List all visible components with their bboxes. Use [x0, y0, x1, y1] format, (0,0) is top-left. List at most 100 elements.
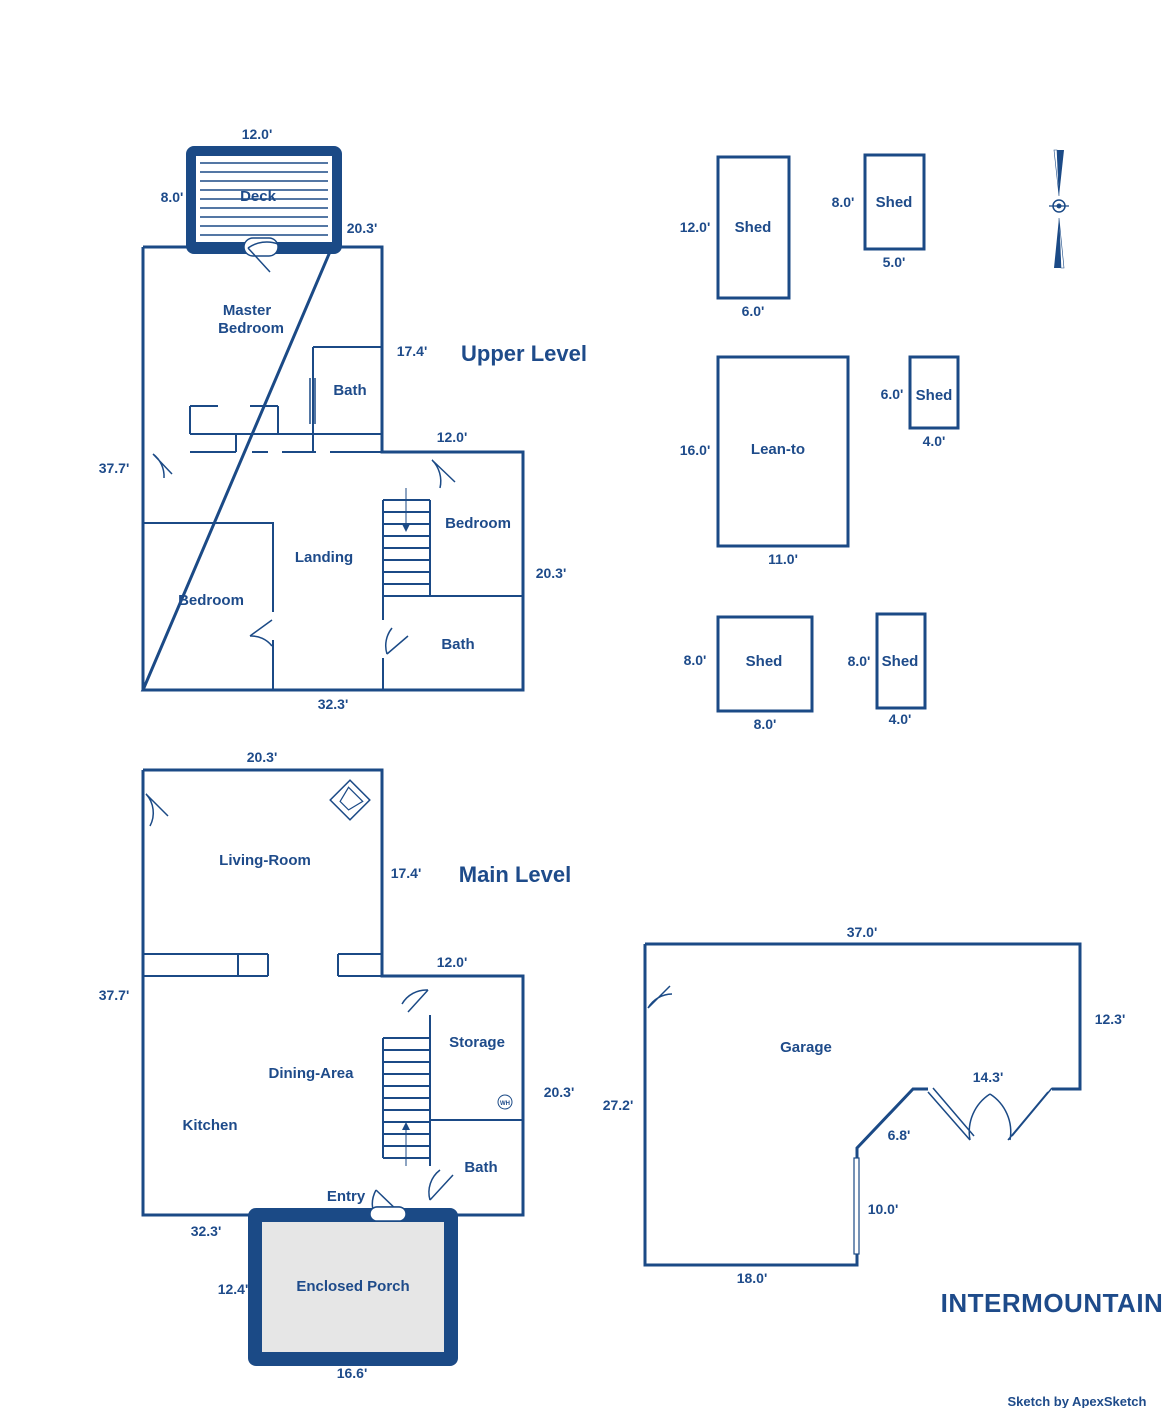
shed-5	[875, 612, 927, 710]
lean-to	[716, 355, 850, 548]
garage-double-door	[927, 1087, 1053, 1141]
storage-door	[401, 989, 429, 1013]
dim-main-wing-top: 12.0'	[437, 954, 468, 970]
shed-3	[908, 355, 960, 430]
bedroom-right-door	[431, 459, 456, 489]
porch-floor	[262, 1222, 444, 1352]
shed-2	[863, 153, 926, 251]
shed-5-bottom: 4.0'	[889, 711, 912, 727]
master-bath-wall	[312, 346, 382, 452]
shed-5-side: 8.0'	[848, 653, 871, 669]
lean-to-side: 16.0'	[680, 442, 711, 458]
bath-main-label: Bath	[464, 1159, 497, 1176]
shed-1-bottom: 6.0'	[742, 303, 765, 319]
upper-level: Deck Master Bedroom Bath Bedroom Landing…	[99, 126, 587, 712]
upper-outer-wall	[140, 245, 525, 692]
bath-lower-label: Bath	[441, 636, 474, 653]
main-level-title: Main Level	[459, 862, 571, 887]
garage-dim-bottom: 18.0'	[737, 1270, 768, 1286]
dim-upper-right: 20.3'	[536, 565, 567, 581]
water-heater-label: WH	[500, 1101, 510, 1107]
landing-label: Landing	[295, 549, 353, 566]
shed-1	[716, 155, 791, 300]
dim-living-right: 17.4'	[391, 865, 422, 881]
porch-door-gap	[369, 1206, 407, 1222]
master-bedroom-label-1: Master	[223, 302, 272, 319]
upper-level-title: Upper Level	[461, 341, 587, 366]
shed-2-side: 8.0'	[832, 194, 855, 210]
main-right-rooms-wall	[429, 1015, 523, 1166]
bath-lower-door	[384, 627, 409, 655]
dim-main-top: 20.3'	[247, 749, 278, 765]
dim-porch-left: 12.4'	[218, 1281, 249, 1297]
garage-dim-door: 14.3'	[973, 1069, 1004, 1085]
kitchen-label: Kitchen	[182, 1117, 237, 1134]
dim-deck-top: 12.0'	[242, 126, 273, 142]
shed-1-label: Shed	[735, 219, 772, 236]
dim-upper-bottom: 32.3'	[318, 696, 349, 712]
shed-4-bottom: 8.0'	[754, 716, 777, 732]
dim-upper-left: 37.7'	[99, 460, 130, 476]
dim-master-right: 17.4'	[397, 343, 428, 359]
lean-to-label: Lean-to	[751, 441, 805, 458]
garage-dim-right: 12.3'	[1095, 1011, 1126, 1027]
bedroom-left-label: Bedroom	[178, 592, 244, 609]
water-heater-icon: WH	[497, 1094, 513, 1110]
garage-dim-top: 37.0'	[847, 924, 878, 940]
dim-deck-left: 8.0'	[161, 189, 184, 205]
upper-stairs	[383, 488, 430, 585]
outbuildings: Shed 12.0' 6.0' Shed 8.0' 5.0' Lean-to 1…	[680, 153, 960, 732]
garage-dim-angle: 6.8'	[888, 1127, 911, 1143]
entry-label: Entry	[327, 1188, 366, 1205]
upper-doors	[152, 237, 456, 655]
storage-label: Storage	[449, 1034, 505, 1051]
deck-door	[247, 241, 279, 273]
shed-5-label: Shed	[882, 653, 919, 670]
garage-outer-wall	[643, 942, 1082, 1267]
garage-side-door	[853, 1157, 860, 1255]
bath-main-door	[428, 1169, 454, 1201]
dim-wing-top: 12.0'	[437, 429, 468, 445]
north-arrow-icon	[1049, 149, 1069, 269]
shed-3-side: 6.0'	[881, 386, 904, 402]
closet-wall	[189, 405, 382, 452]
shed-3-label: Shed	[916, 387, 953, 404]
lean-to-bottom: 11.0'	[768, 551, 798, 567]
garage-dim-inner: 10.0'	[868, 1201, 899, 1217]
garage: Garage 37.0' 12.3' 14.3' 6.8' 10.0' 27.2…	[603, 924, 1126, 1286]
master-bedroom-label-2: Bedroom	[218, 320, 284, 337]
dim-main-bottom: 32.3'	[191, 1223, 222, 1239]
living-divider	[143, 953, 382, 977]
living-room-label: Living-Room	[219, 852, 311, 869]
dim-porch-bottom: 16.6'	[337, 1365, 368, 1381]
deck-label: Deck	[240, 188, 277, 205]
main-stairs	[382, 1037, 430, 1166]
bedroom-left-door	[249, 619, 273, 647]
bath-upper-label: Bath	[333, 382, 366, 399]
enclosed-porch-label: Enclosed Porch	[296, 1278, 409, 1295]
master-bath-door	[309, 378, 316, 424]
dim-main-left: 37.7'	[99, 987, 130, 1003]
garage-label: Garage	[780, 1039, 832, 1056]
shed-4-side: 8.0'	[684, 652, 707, 668]
left-bedroom-wall	[143, 522, 274, 690]
main-outer-wall	[141, 768, 525, 1217]
garage-dim-left: 27.2'	[603, 1097, 634, 1113]
living-door	[145, 793, 169, 827]
shed-4-label: Shed	[746, 653, 783, 670]
master-door	[152, 453, 173, 479]
shed-2-label: Shed	[876, 194, 913, 211]
bedroom-right-label: Bedroom	[445, 515, 511, 532]
deck	[186, 146, 342, 254]
shed-3-bottom: 4.0'	[923, 433, 946, 449]
dim-main-right: 20.3'	[544, 1084, 575, 1100]
dim-deck-right: 20.3'	[347, 220, 378, 236]
garage-man-door	[647, 985, 673, 1009]
sketch-credit: Sketch by ApexSketch	[1008, 1394, 1147, 1408]
shed-4	[716, 615, 814, 713]
shed-1-side: 12.0'	[680, 219, 711, 235]
fireplace-icon	[329, 779, 371, 821]
watermark: INTERMOUNTAIN	[941, 1288, 1164, 1318]
deck-boards	[200, 162, 328, 236]
